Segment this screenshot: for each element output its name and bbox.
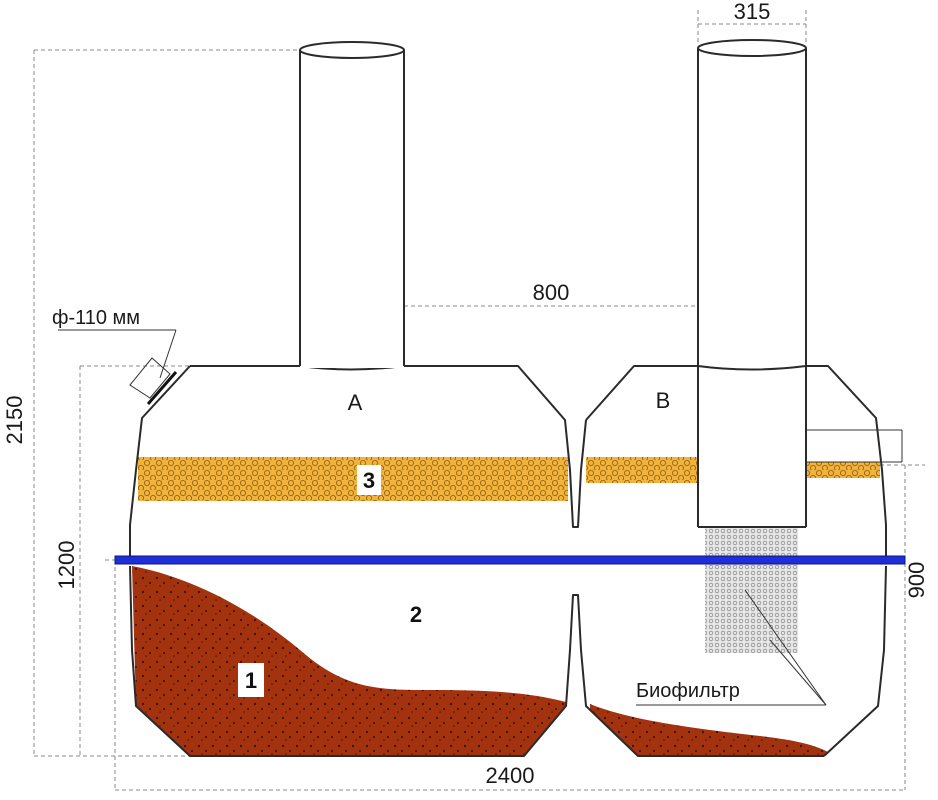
biofilter-label: Биофильтр — [636, 680, 740, 702]
biofilter-block — [705, 527, 798, 653]
dim-total-width: 2400 — [486, 763, 535, 788]
sludge-layer-b — [590, 704, 828, 756]
dim-pipe-spacing: 800 — [533, 280, 570, 305]
zone-sludge-label: 1 — [245, 668, 257, 693]
dim-level-height: 1200 — [54, 541, 79, 590]
dim-pipe-width: 315 — [734, 0, 771, 24]
riser-pipe-a — [299, 41, 405, 368]
chamber-b-label: B — [656, 388, 671, 413]
scum-layer-a — [138, 457, 568, 501]
labels: 315 800 ф-110 мм 2150 1200 900 2400 A B … — [2, 0, 929, 788]
biofilter-leader — [636, 589, 827, 706]
water-level-line — [114, 555, 906, 565]
sludge-layer-a — [132, 566, 566, 756]
zone-water-label: 2 — [410, 602, 422, 627]
chamber-a-label: A — [348, 390, 363, 415]
dim-right-height: 900 — [904, 562, 929, 599]
outlet-pipe — [805, 429, 903, 463]
scum-layer-b — [586, 457, 698, 483]
inlet-diameter-label: ф-110 мм — [52, 307, 140, 329]
dim-total-height: 2150 — [2, 396, 27, 445]
riser-pipe-b — [697, 39, 807, 528]
scum-layer-c — [806, 462, 880, 478]
zone-scum-label: 3 — [363, 468, 375, 493]
inlet-pipe — [58, 329, 178, 405]
dimension-lines — [33, 10, 925, 791]
